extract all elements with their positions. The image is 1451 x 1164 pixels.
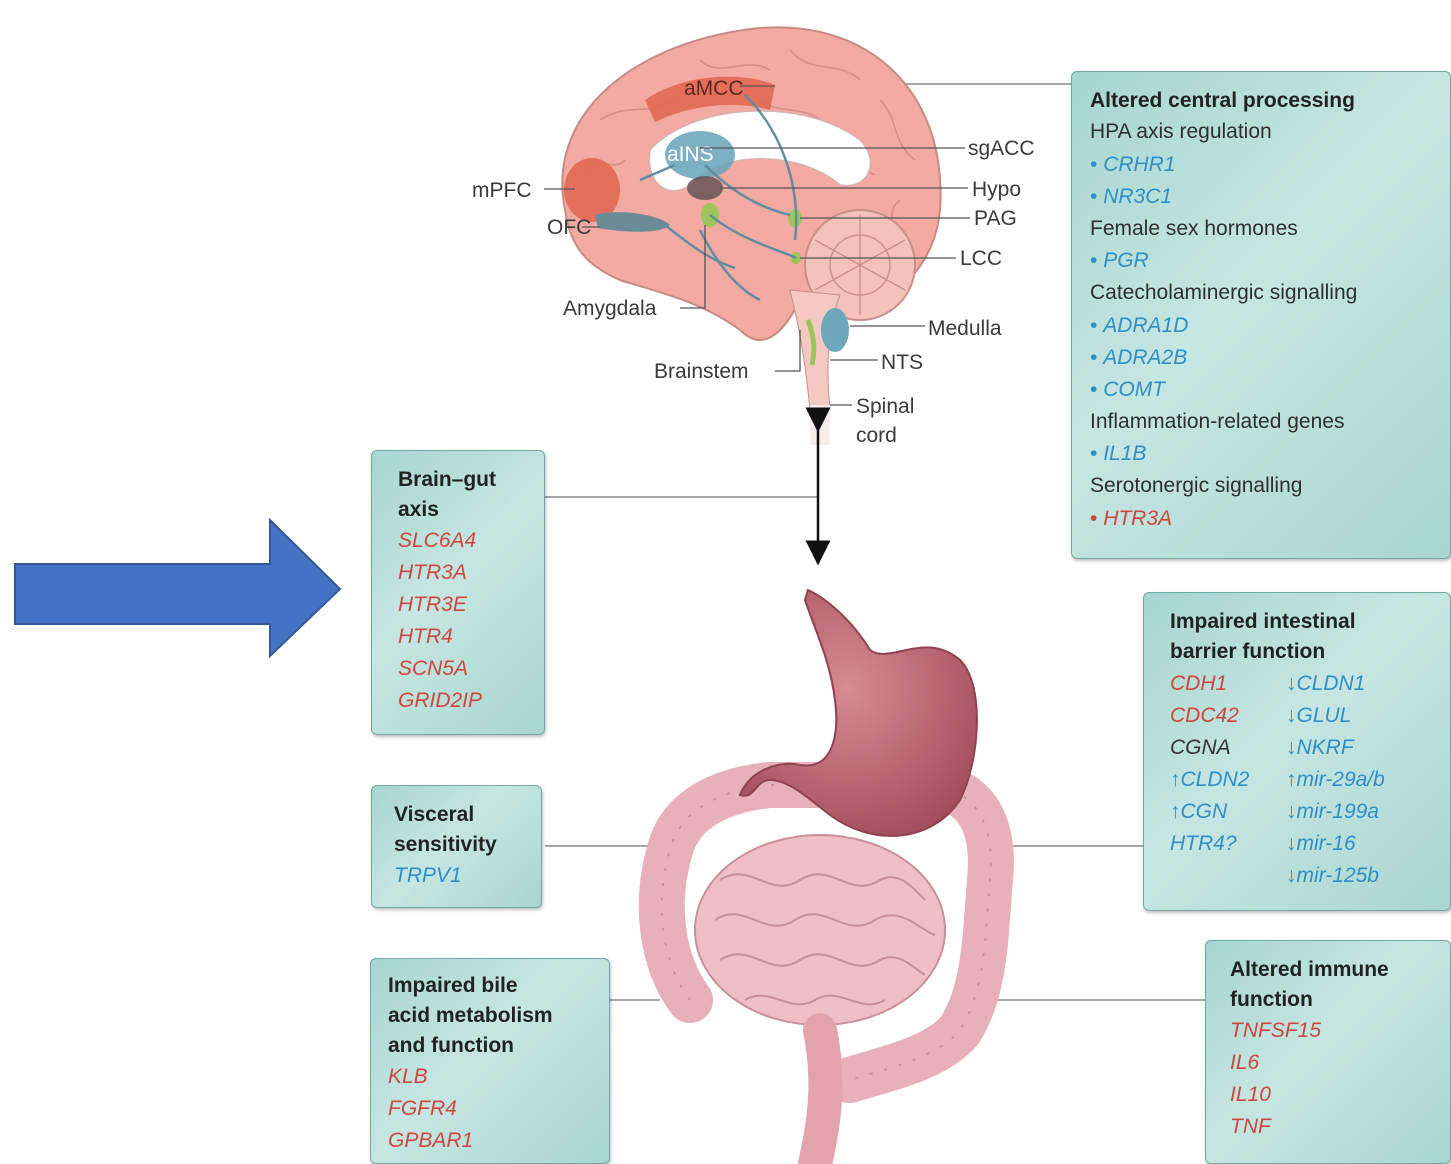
- gene-item: TNF: [1230, 1111, 1450, 1143]
- bile-title-3: and function: [388, 1031, 609, 1061]
- gene-item: ↑mir-29a/b: [1286, 764, 1385, 796]
- gene-item: ↓mir-16: [1286, 828, 1385, 860]
- gene-item: HTR4?: [1170, 828, 1249, 860]
- gene-item: ↓GLUL: [1286, 700, 1385, 732]
- gene-item: CDH1: [1170, 668, 1249, 700]
- category-heading: HPA axis regulation: [1090, 116, 1450, 149]
- immune-title-2: function: [1230, 985, 1450, 1015]
- gene-item: PGR: [1090, 245, 1450, 277]
- brain-gut-title-1: Brain–gut: [398, 465, 544, 495]
- gene-item: COMT: [1090, 374, 1450, 406]
- central-processing-title: Altered central processing: [1090, 86, 1450, 116]
- category-heading: Serotonergic signalling: [1090, 470, 1450, 503]
- gene-item: ↑CGN: [1170, 796, 1249, 828]
- gene-item: NR3C1: [1090, 181, 1450, 213]
- brain-gut-title-2: axis: [398, 495, 544, 525]
- immune-title-1: Altered immune: [1230, 955, 1450, 985]
- central-processing-list: HPA axis regulationCRHR1NR3C1Female sex …: [1090, 116, 1450, 535]
- category-heading: Catecholaminergic signalling: [1090, 277, 1450, 310]
- gene-item: TNFSF15: [1230, 1015, 1450, 1047]
- gene-item: IL1B: [1090, 438, 1450, 470]
- category-heading: Inflammation-related genes: [1090, 406, 1450, 439]
- gene-item: GRID2IP: [398, 685, 544, 717]
- gene-item: ↓mir-199a: [1286, 796, 1385, 828]
- barrier-title-1: Impaired intestinal: [1170, 607, 1450, 637]
- gene-item: CGNA: [1170, 732, 1249, 764]
- gene-item: HTR3A: [1090, 503, 1450, 535]
- visceral-gene-list: TRPV1: [394, 860, 541, 892]
- gene-item: FGFR4: [388, 1093, 609, 1125]
- gene-item: IL10: [1230, 1079, 1450, 1111]
- bile-acid-box: Impaired bile acid metabolism and functi…: [370, 958, 610, 1164]
- gene-item: ↓CLDN1: [1286, 668, 1385, 700]
- bile-title-2: acid metabolism: [388, 1001, 609, 1031]
- gene-item: ↑CLDN2: [1170, 764, 1249, 796]
- gene-item: SCN5A: [398, 653, 544, 685]
- category-heading: Female sex hormones: [1090, 213, 1450, 246]
- gene-item: ↓mir-125b: [1286, 860, 1385, 892]
- visceral-title-1: Visceral: [394, 800, 541, 830]
- gene-item: HTR4: [398, 621, 544, 653]
- visceral-title-2: sensitivity: [394, 830, 541, 860]
- gene-item: HTR3E: [398, 589, 544, 621]
- barrier-title-2: barrier function: [1170, 637, 1450, 667]
- bile-title-1: Impaired bile: [388, 971, 609, 1001]
- gene-item: CRHR1: [1090, 149, 1450, 181]
- barrier-function-box: Impaired intestinal barrier function CDH…: [1143, 592, 1451, 911]
- gene-item: TRPV1: [394, 860, 541, 892]
- gene-item: ADRA2B: [1090, 342, 1450, 374]
- gene-item: ADRA1D: [1090, 310, 1450, 342]
- barrier-right-column: ↓CLDN1↓GLUL↓NKRF↑mir-29a/b↓mir-199a↓mir-…: [1286, 668, 1385, 892]
- gene-item: CDC42: [1170, 700, 1249, 732]
- gene-item: HTR3A: [398, 557, 544, 589]
- gene-item: SLC6A4: [398, 525, 544, 557]
- gene-item: GPBAR1: [388, 1125, 609, 1157]
- gene-item: ↓NKRF: [1286, 732, 1385, 764]
- gene-item: IL6: [1230, 1047, 1450, 1079]
- central-processing-box: Altered central processing HPA axis regu…: [1071, 71, 1451, 559]
- gene-item: KLB: [388, 1061, 609, 1093]
- visceral-sensitivity-box: Visceral sensitivity TRPV1: [371, 785, 542, 908]
